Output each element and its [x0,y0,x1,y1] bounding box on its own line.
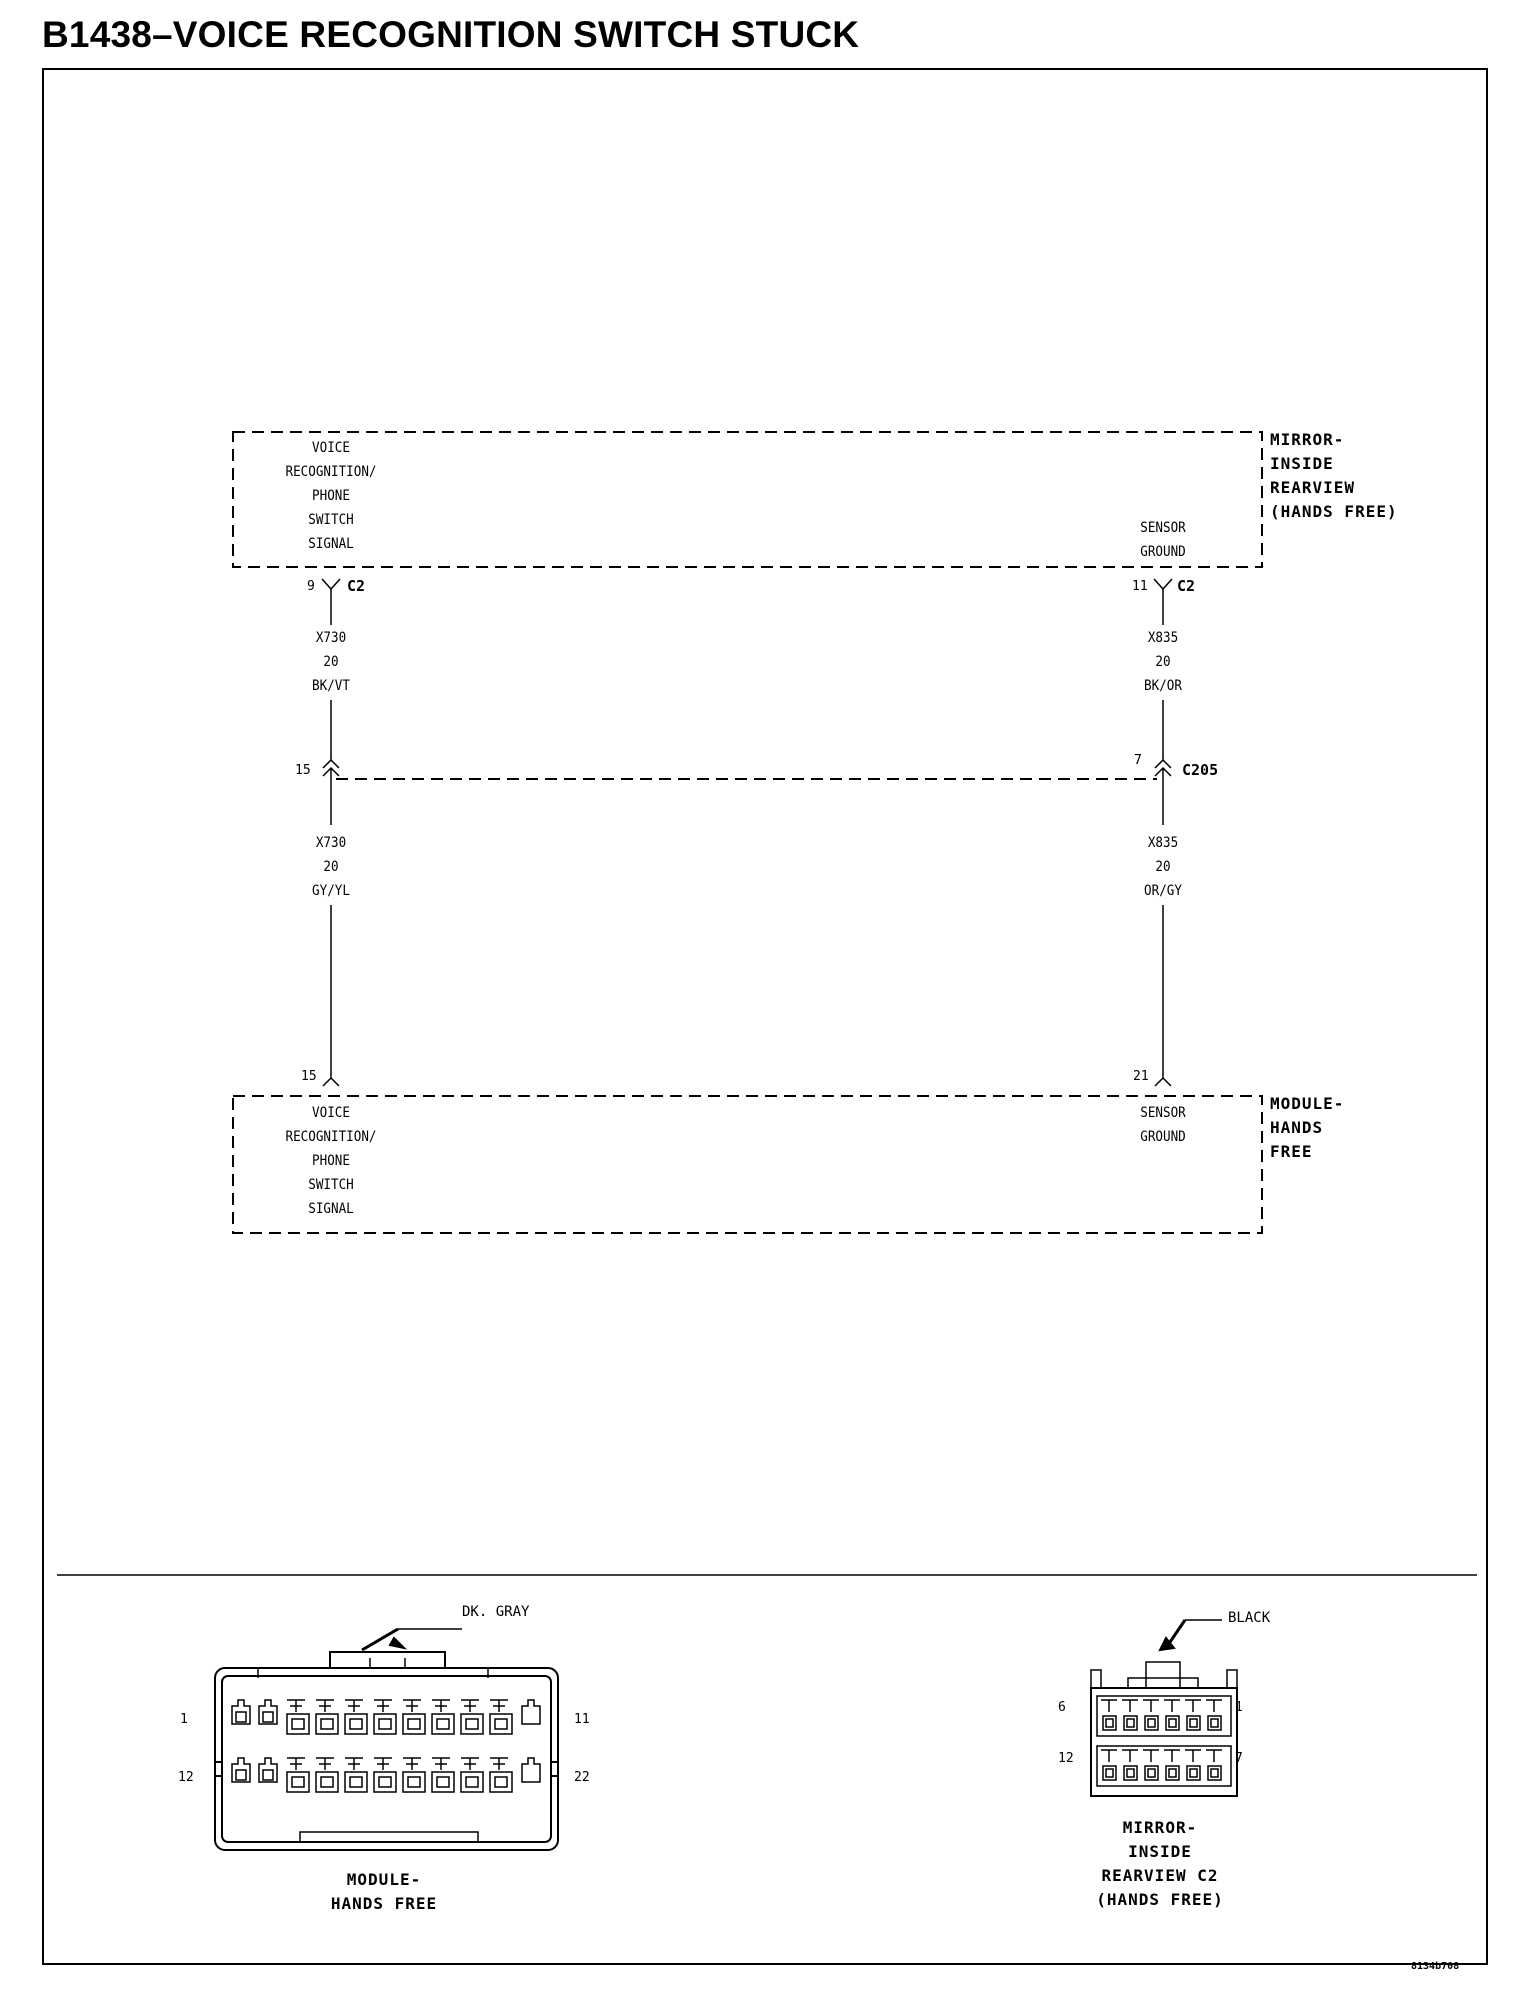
c205-right-pin: 7 [1134,753,1142,768]
module-left-terminal [322,1076,340,1087]
module-view-caption: MODULE-HANDS FREE [330,1870,438,1913]
module-left-pin: 15 [301,1069,317,1084]
module-right-terminal [1154,1076,1172,1087]
module-view-pin-12: 12 [178,1770,194,1785]
c2-right-terminal [1153,578,1173,600]
mirror-right-connector: C2 [1177,577,1196,595]
mirror-connector-view [1090,1619,1238,1797]
module-view-pin-1: 1 [180,1712,188,1727]
c205-connector-name: C205 [1182,761,1219,779]
mirror-view-pin-12: 12 [1058,1751,1074,1766]
c205-left-pin: 15 [295,763,311,778]
diagram-frame [42,68,1488,1965]
figure-id: 8134b708 [1411,1961,1460,1972]
page-title: B1438–VOICE RECOGNITION SWITCH STUCK [42,14,860,55]
mirror-right-pin: 11 [1132,579,1148,594]
c205-left-terminal [322,758,340,780]
mirror-component-box [232,431,1263,568]
module-view-color: DK. GRAY [462,1604,530,1620]
mirror-view-color: BLACK [1228,1610,1271,1626]
mirror-view-pin-1: 1 [1235,1700,1243,1715]
c2-left-terminal [321,578,341,600]
mirror-view-pin-7: 7 [1235,1751,1243,1766]
module-connector-view [214,1627,559,1851]
mirror-left-connector: C2 [347,577,366,595]
mirror-view-pin-6: 6 [1058,1700,1066,1715]
module-view-pin-11: 11 [574,1712,590,1727]
module-right-pin: 21 [1133,1069,1149,1084]
module-component-box [232,1095,1263,1234]
c205-right-terminal [1154,758,1172,780]
module-view-pin-22: 22 [574,1770,590,1785]
mirror-left-pin: 9 [307,579,315,594]
